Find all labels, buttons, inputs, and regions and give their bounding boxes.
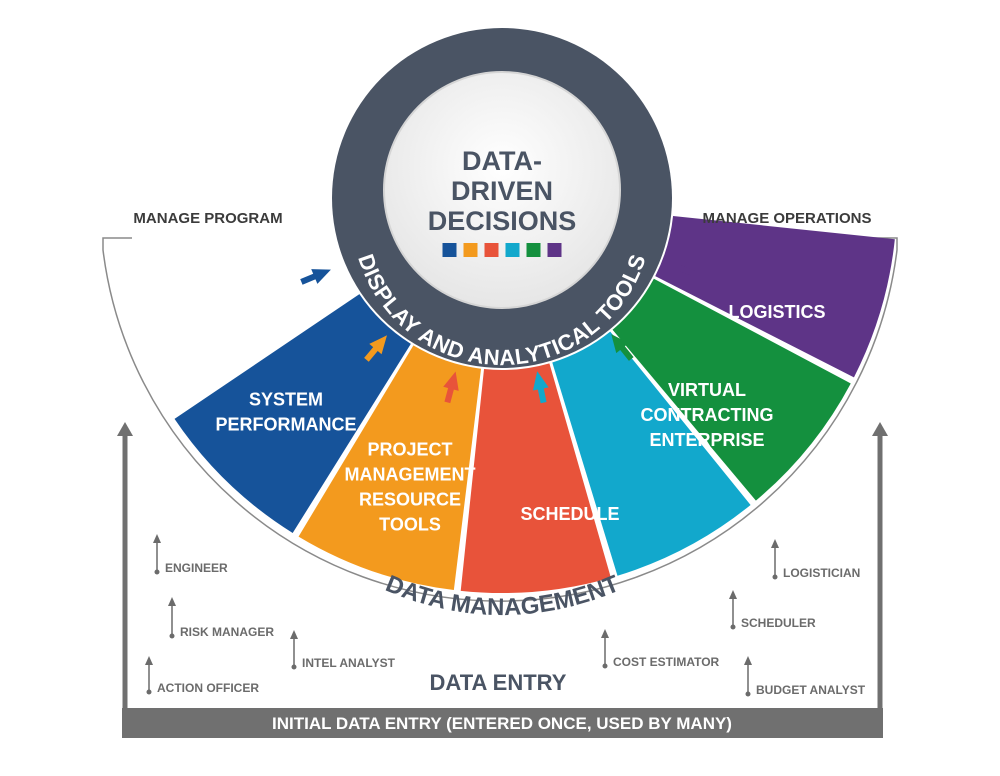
role-cost-estimator: COST ESTIMATOR — [601, 629, 720, 669]
outer-arc-outline — [102, 237, 898, 602]
segment-arrow-schedule — [532, 371, 549, 391]
manage-program-label: MANAGE PROGRAM — [133, 210, 282, 227]
center-title-line-3: DECISIONS — [428, 206, 577, 236]
initial-data-entry-label: INITIAL DATA ENTRY (ENTERED ONCE, USED B… — [272, 714, 732, 733]
roles-group: ENGINEER RISK MANAGER INTEL ANALYST ACTI… — [145, 534, 866, 697]
initial-data-entry-bar — [122, 708, 883, 738]
role-budget-analyst: BUDGET ANALYST — [744, 656, 866, 697]
role-logistician-label: LOGISTICIAN — [783, 566, 860, 580]
center-title-line-2: DRIVEN — [451, 176, 553, 206]
segment-label-virtual-contracting-enterprise-line-2: CONTRACTING — [641, 405, 774, 425]
segment-arrow-virtual-contracting-enterprise — [611, 334, 629, 354]
segment-arrow-shaft-project-management-resource-tools — [444, 384, 455, 404]
segment-arrow-project-management-resource-tools — [443, 371, 459, 391]
segment-schedule — [552, 331, 751, 576]
swatch-6 — [547, 243, 562, 257]
segment-label-requirements-line-1: REQUIREMENTS — [153, 286, 298, 306]
swatch-5 — [526, 243, 541, 257]
role-cost-estimator-label: COST ESTIMATOR — [613, 655, 720, 669]
swatch-2 — [463, 243, 478, 257]
role-intel-analyst-label: INTEL ANALYST — [302, 656, 396, 670]
segment-label-project-management-resource-tools-line-4: TOOLS — [379, 515, 441, 535]
segment-requirements — [174, 294, 411, 533]
segment-arrow-shaft-requirements — [300, 272, 320, 285]
segment-arrow-shaft-schedule — [537, 384, 547, 404]
role-engineer: ENGINEER — [153, 534, 228, 575]
segment-label-system-performance-line-1: SYSTEM — [249, 390, 323, 410]
role-risk-manager: RISK MANAGER — [168, 597, 274, 639]
segment-label-system-performance-line-2: PERFORMANCE — [215, 415, 356, 435]
segment-label-schedule-line-1: SCHEDULE — [520, 504, 619, 524]
segment-logistics — [655, 215, 895, 378]
right-upward-arrow — [872, 422, 888, 712]
swatch-4 — [505, 243, 520, 257]
center-title-line-1: DATA- — [462, 146, 542, 176]
segment-label-project-management-resource-tools-line-3: RESOURCE — [359, 490, 461, 510]
role-scheduler-label: SCHEDULER — [741, 616, 816, 630]
manage-operations-label: MANAGE OPERATIONS — [703, 210, 872, 227]
segment-arrow-shaft-system-performance — [364, 344, 381, 362]
segments-group: REQUIREMENTS SYSTEM PERFORMANCE PROJECT MANA… — [153, 215, 895, 593]
segment-arrow-shaft-logistics — [678, 265, 698, 278]
segment-arrow-shaft-virtual-contracting-enterprise — [617, 343, 634, 361]
role-engineer-label: ENGINEER — [165, 561, 228, 575]
role-logistician: LOGISTICIAN — [771, 539, 860, 580]
segment-virtual-contracting-enterprise — [612, 278, 851, 501]
role-action-officer: ACTION OFFICER — [145, 656, 259, 695]
segment-arrow-system-performance — [369, 335, 387, 355]
role-budget-analyst-label: BUDGET ANALYST — [756, 683, 866, 697]
role-scheduler: SCHEDULER — [729, 590, 816, 630]
data-entry-label: DATA ENTRY — [430, 670, 567, 695]
segment-system-performance — [298, 345, 482, 591]
segment-label-virtual-contracting-enterprise-line-1: VIRTUAL — [668, 380, 746, 400]
segment-label-project-management-resource-tools-line-2: MANAGEMENT — [345, 465, 476, 485]
swatch-1 — [442, 243, 457, 257]
role-action-officer-label: ACTION OFFICER — [157, 681, 259, 695]
role-intel-analyst: INTEL ANALYST — [290, 630, 396, 670]
segment-label-project-management-resource-tools-line-1: PROJECT — [367, 440, 452, 460]
segment-label-logistics-line-1: LOGISTICS — [728, 302, 825, 322]
role-risk-manager-label: RISK MANAGER — [180, 625, 274, 639]
color-swatches — [442, 243, 562, 257]
left-upward-arrow — [117, 422, 133, 712]
segment-project-management-resource-tools — [460, 363, 611, 593]
segment-label-virtual-contracting-enterprise-line-3: ENTERPRISE — [649, 430, 764, 450]
swatch-3 — [484, 243, 499, 257]
